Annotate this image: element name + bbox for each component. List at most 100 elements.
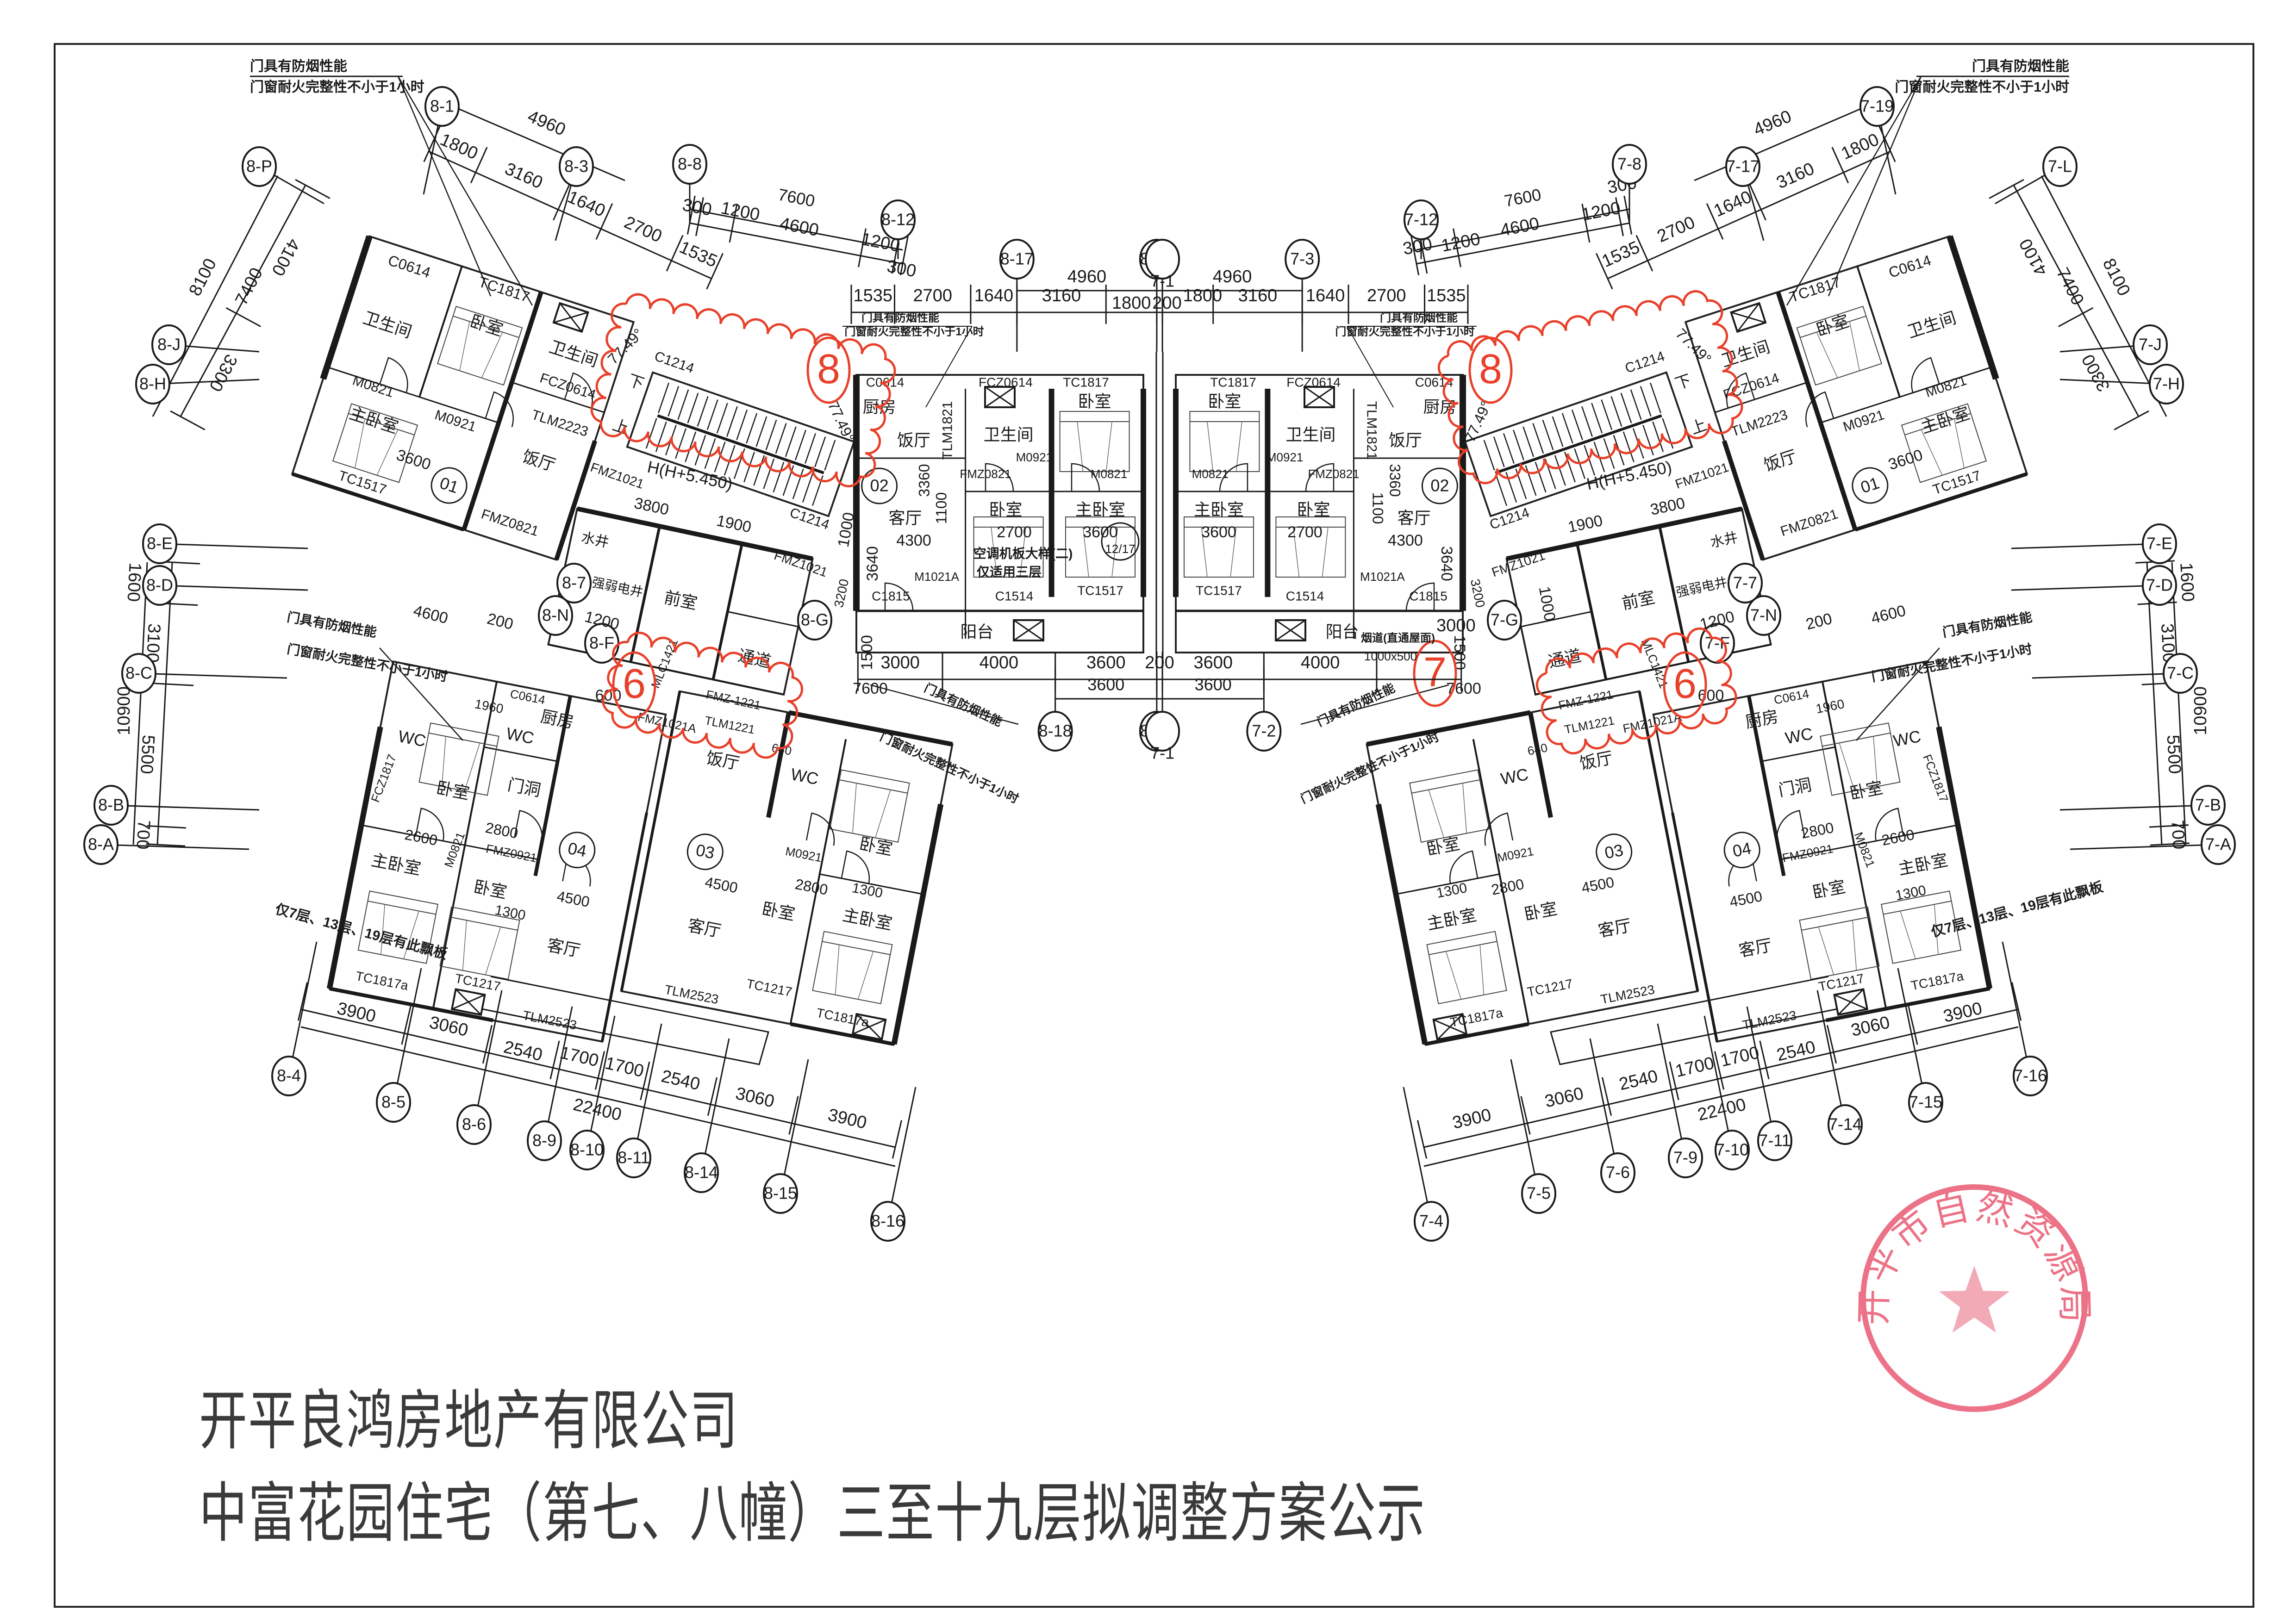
dimension-value: 1600 — [123, 562, 144, 603]
door-swing-icon — [1805, 391, 1834, 428]
stair-tread — [716, 403, 728, 434]
room-label: 2800 — [484, 819, 520, 842]
axis-bubble: 8-7 — [556, 563, 592, 603]
axis-line — [1510, 1059, 1540, 1194]
stair-tread — [1496, 475, 1507, 506]
room-label: 饭厅 — [1389, 431, 1422, 450]
leader-line — [1347, 326, 1394, 408]
stair-handrail — [657, 414, 824, 474]
sheet-line — [1818, 927, 1834, 975]
axis-bubble: 8-G — [797, 600, 832, 640]
stair-tread — [1522, 426, 1535, 457]
axis-bubble: 8-C — [121, 653, 287, 694]
room-label: 3800 — [1649, 494, 1687, 519]
extension-line — [858, 228, 867, 267]
extension-line — [147, 825, 187, 829]
extension-line — [1416, 1120, 1428, 1159]
room-label: WC — [505, 724, 536, 748]
room-label: 1900 — [715, 512, 753, 536]
dimension-line — [689, 222, 903, 265]
ac-unit-icon — [1275, 619, 1306, 641]
revision-number: 8 — [817, 346, 840, 392]
door-swing-icon — [1875, 808, 1904, 841]
stair-tread — [685, 431, 697, 462]
company-title: 开平良鸿房地产有限公司 — [199, 1382, 739, 1459]
dimension-value: 1800 — [1183, 286, 1223, 305]
partition-wall — [1638, 691, 1699, 992]
canopy-slab-outline — [1550, 976, 1838, 1065]
extension-line — [788, 1096, 799, 1135]
extension-line — [2011, 982, 2022, 1021]
room-label: 客厅 — [888, 509, 922, 528]
room-label: 主卧室 — [1897, 850, 1949, 878]
dimension-value: 3000 — [1436, 616, 1476, 635]
room-label: 卧室 — [435, 778, 471, 803]
room-label: WC — [397, 727, 428, 751]
extension-line — [686, 195, 696, 235]
unit-number-circle — [1723, 832, 1760, 869]
vent-shaft-label: 烟道(直通屋面) — [1361, 631, 1435, 644]
leader-line — [1856, 647, 1940, 741]
unit-03-building-8: 客厅饭厅WC卧室主卧室卧室TLM1221TC1817aTC1217M0921TL… — [620, 690, 954, 1046]
door-swing-icon — [564, 372, 593, 409]
axis-bubble: 7-C — [2032, 653, 2198, 694]
dimension-value: 1800 — [1112, 293, 1151, 313]
axis-bubble: 8-9 — [527, 1006, 573, 1161]
axis-label: 7-5 — [1527, 1184, 1551, 1203]
dimension-line — [132, 562, 148, 845]
axis-line — [288, 941, 318, 1076]
bed-icon — [1184, 516, 1254, 578]
door-swing-icon — [884, 582, 914, 611]
extension-line — [1410, 236, 1420, 275]
axis-line — [159, 543, 308, 549]
axis-label: 8-18 — [1039, 721, 1072, 740]
sheet-line — [991, 527, 998, 578]
door-window-code: TC1817a — [1909, 969, 1965, 993]
room-label: 下 — [1673, 372, 1694, 393]
extension-line — [549, 1040, 560, 1080]
axis-label: 7-H — [2153, 374, 2180, 393]
leader-line — [397, 76, 492, 297]
dimension-value: 3060 — [1543, 1084, 1585, 1112]
angle-dimension: 77.49° — [1672, 325, 1715, 367]
axis-line — [138, 672, 287, 679]
dimension-value: 8100 — [185, 255, 220, 299]
axis-bubble-circle — [1725, 146, 1760, 187]
axis-label: 8-8 — [678, 155, 702, 174]
angle-dimension: 77.49° — [824, 398, 858, 444]
axis-bubble-circle — [242, 146, 277, 187]
axis-label: 7-1 — [1150, 272, 1174, 291]
dimension-value: 4960 — [1067, 267, 1107, 286]
partition-wall — [629, 526, 661, 663]
room-label: 卫生间 — [547, 337, 600, 370]
axis-bubble: 7-E — [2011, 523, 2177, 564]
stair-tread — [746, 413, 758, 444]
partition-wall — [1715, 381, 1808, 413]
door-window-code: TC1517 — [1196, 583, 1242, 597]
sheet-line — [1849, 321, 1860, 371]
stair-tread — [743, 452, 755, 483]
door-window-code: C1214 — [1623, 348, 1666, 376]
sheet-line — [481, 332, 503, 378]
dimension-value: 2540 — [659, 1066, 702, 1094]
door-swing-icon — [379, 357, 408, 393]
axis-label: 8-3 — [564, 157, 588, 176]
dimension-value: 3300 — [2078, 351, 2114, 394]
room-label: 3800 — [632, 494, 670, 519]
extension-line — [1520, 1096, 1531, 1135]
structural-wall — [462, 291, 543, 531]
axis-line — [780, 1059, 809, 1194]
door-window-code: TC1517 — [1931, 468, 1983, 497]
sheet-line — [1077, 421, 1084, 472]
axis-bubble: 7-10 — [1703, 1015, 1750, 1170]
stair-tread — [1642, 424, 1654, 456]
axis-bubble-circle — [2190, 785, 2226, 826]
partition-wall — [620, 691, 681, 992]
extension-line — [1908, 1006, 1918, 1045]
axis-bubble-circle — [142, 523, 177, 564]
axis-label: 7-14 — [1828, 1115, 1862, 1134]
room-label: 下 — [625, 372, 646, 393]
dimension-value: 7400 — [231, 265, 267, 308]
